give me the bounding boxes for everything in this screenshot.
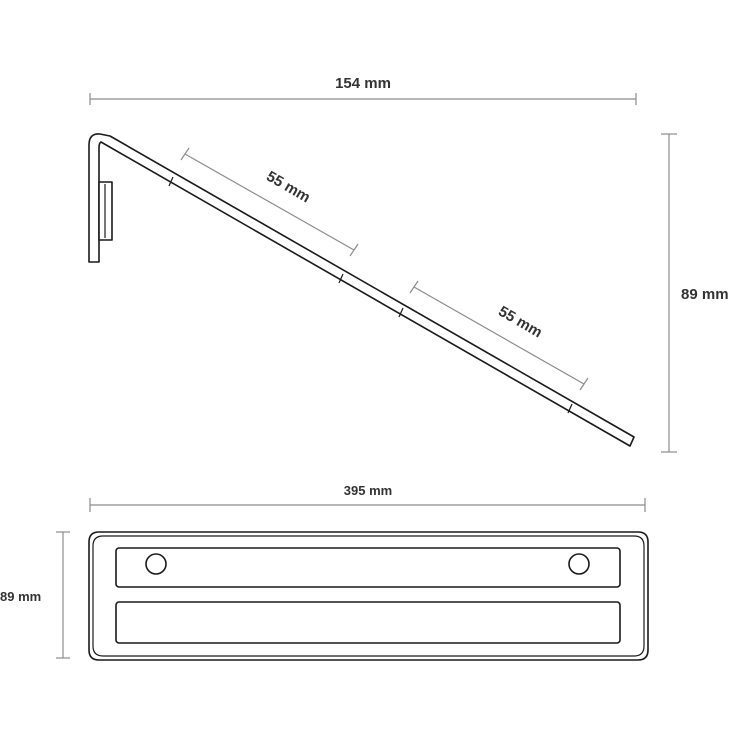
- segment-a-label: 55 mm: [263, 168, 313, 206]
- bracket-profile: [88, 133, 635, 447]
- segment-b-label: 55 mm: [495, 303, 545, 341]
- bracket-outline: [88, 133, 635, 447]
- side-width-label: 154 mm: [335, 75, 391, 92]
- side-height-dimension: 89 mm: [661, 133, 729, 453]
- lower-slot: [115, 601, 621, 644]
- top-depth-label: 89 mm: [0, 589, 41, 604]
- bracket-plate: [88, 531, 649, 661]
- arm-joint-mark-3: [398, 307, 404, 318]
- mounting-hole-left: [145, 553, 167, 575]
- arm-joint-mark-2: [338, 273, 344, 284]
- top-length-label: 395 mm: [344, 483, 392, 498]
- side-view: 154 mm 89 mm 55 mm: [88, 75, 729, 453]
- top-view: 395 mm 89 mm: [0, 483, 649, 661]
- arm-joint-mark-1: [168, 176, 174, 187]
- upper-slot: [115, 547, 621, 588]
- arm-joint-mark-4: [567, 403, 573, 414]
- top-length-dimension: 395 mm: [89, 483, 646, 512]
- top-depth-dimension: 89 mm: [0, 531, 70, 659]
- mounting-hole-right: [568, 553, 590, 575]
- plate-inner-edge: [92, 535, 645, 657]
- side-width-dimension: 154 mm: [89, 75, 637, 105]
- side-height-label: 89 mm: [681, 286, 729, 303]
